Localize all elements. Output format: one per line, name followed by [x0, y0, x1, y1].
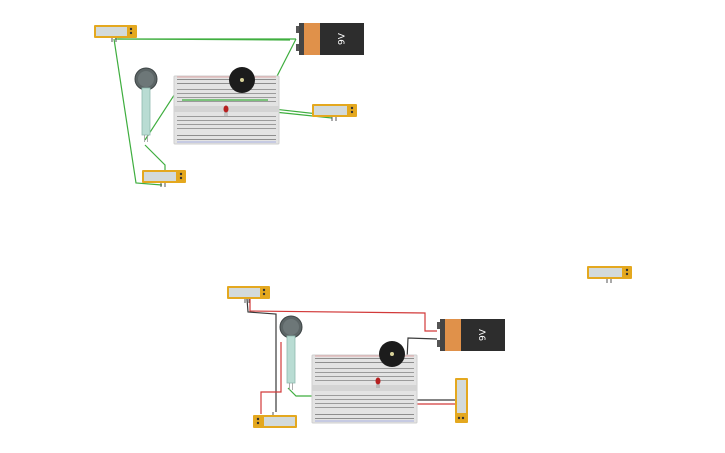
- multimeter[interactable]: [253, 412, 297, 428]
- led[interactable]: [375, 377, 381, 389]
- wire[interactable]: [260, 342, 282, 414]
- multimeter[interactable]: [312, 104, 357, 121]
- circuit-2: 9V: [227, 286, 505, 428]
- breadboard[interactable]: [311, 354, 418, 424]
- battery-label: 9V: [479, 328, 489, 341]
- force-sensor[interactable]: [279, 315, 303, 390]
- 9v-battery[interactable]: 9V: [296, 23, 364, 55]
- circuit-1: 9V: [94, 23, 364, 187]
- battery-label: 9V: [338, 32, 348, 45]
- wire[interactable]: [246, 298, 277, 412]
- breadboard-holes: [177, 79, 276, 140]
- multimeter-loose[interactable]: [587, 266, 632, 283]
- piezo-buzzer[interactable]: [229, 67, 255, 93]
- wire[interactable]: [406, 337, 438, 361]
- multimeter[interactable]: [227, 286, 270, 303]
- wire[interactable]: [249, 299, 437, 332]
- led[interactable]: [223, 105, 229, 117]
- breadboard-holes: [315, 358, 414, 419]
- wire[interactable]: [117, 38, 291, 41]
- force-sensor[interactable]: [134, 67, 158, 142]
- multimeter[interactable]: [94, 25, 137, 42]
- piezo-buzzer[interactable]: [379, 341, 405, 367]
- wire[interactable]: [113, 38, 163, 186]
- multimeter[interactable]: [455, 378, 468, 423]
- 9v-battery[interactable]: 9V: [437, 319, 505, 351]
- multimeter[interactable]: [142, 170, 186, 187]
